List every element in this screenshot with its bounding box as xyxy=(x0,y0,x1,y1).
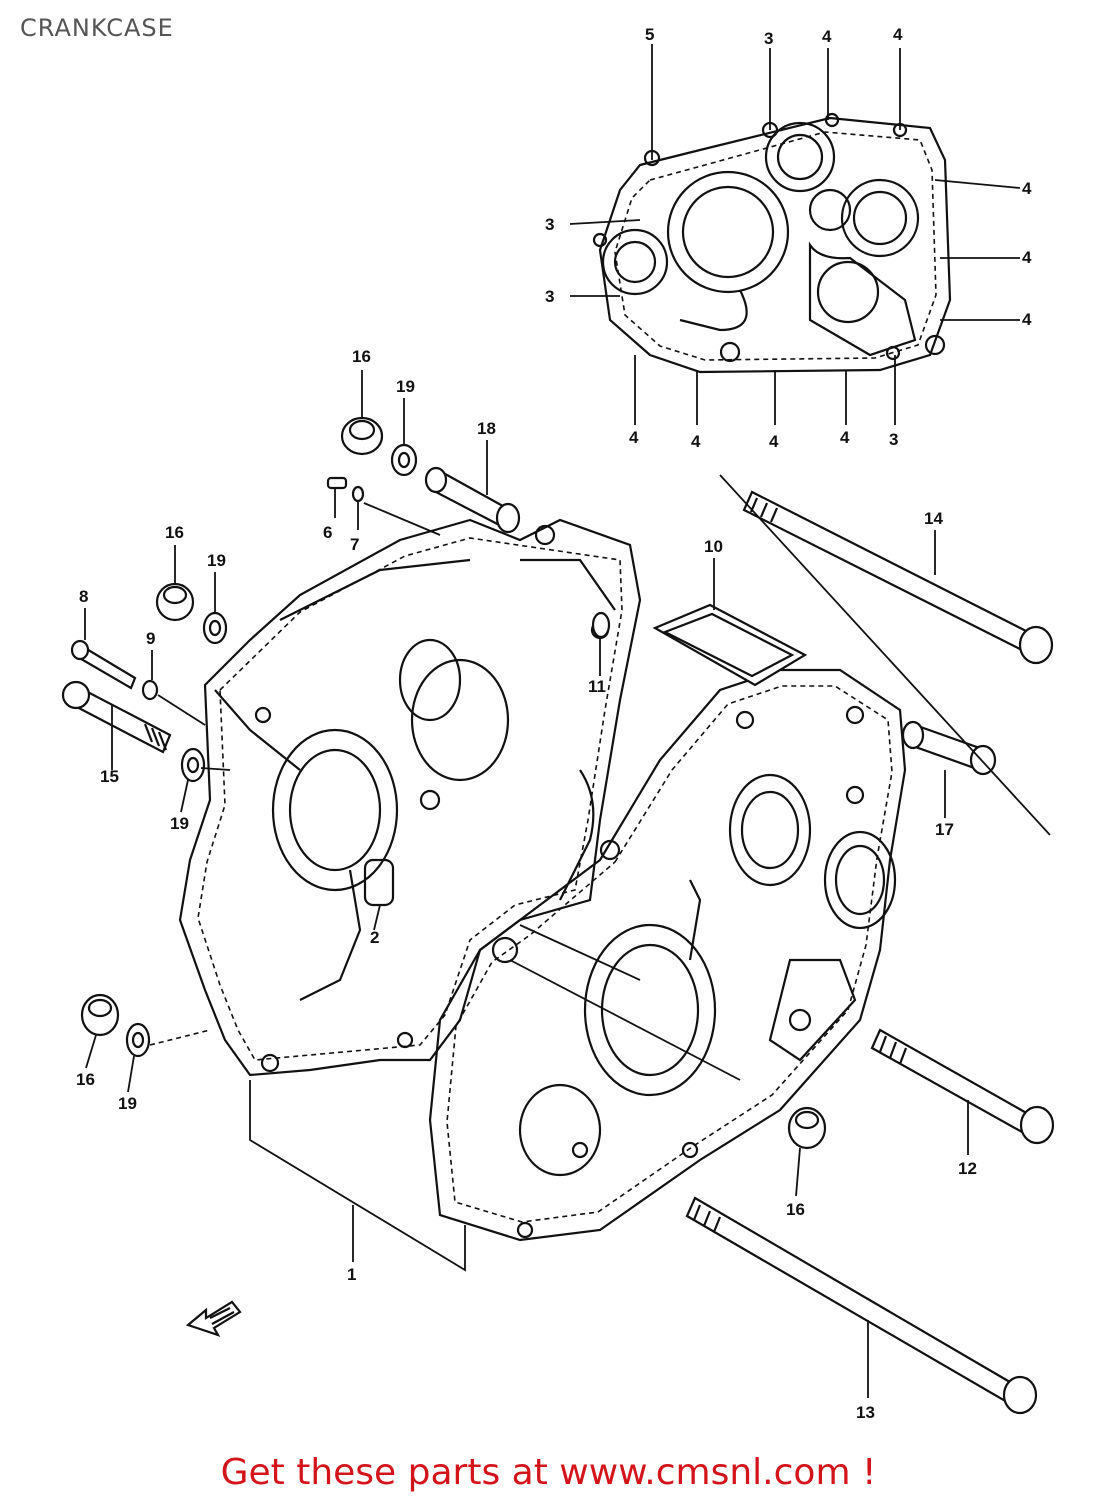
nut-16-top xyxy=(340,416,384,456)
nut-16-mid xyxy=(155,582,195,622)
bolt-12 xyxy=(870,1028,1055,1145)
front-direction-arrow-icon xyxy=(185,1300,242,1337)
callout-3: 3 xyxy=(545,215,554,234)
bolt-13 xyxy=(685,1196,1038,1415)
callout-19: 19 xyxy=(170,814,189,833)
washer-19-lower xyxy=(125,1022,151,1058)
callout-16: 16 xyxy=(76,1070,95,1089)
callout-15: 15 xyxy=(100,767,119,786)
callout-19: 19 xyxy=(207,551,226,570)
leader-lines xyxy=(84,44,1051,1398)
callout-19: 19 xyxy=(118,1094,137,1113)
callout-16: 16 xyxy=(165,523,184,542)
callout-8: 8 xyxy=(79,587,88,606)
washer-19-top xyxy=(390,443,418,477)
screw-8 xyxy=(70,639,137,690)
callout-4: 4 xyxy=(1022,310,1032,329)
callout-4: 4 xyxy=(1022,179,1032,198)
crankcase-inner-view xyxy=(592,112,952,374)
crankcase-right-half xyxy=(428,668,907,1242)
callout-16: 16 xyxy=(352,347,371,366)
callout-4: 4 xyxy=(822,27,832,46)
callout-16: 16 xyxy=(786,1200,805,1219)
washer-7 xyxy=(351,485,365,503)
footer-promo-link[interactable]: Get these parts at www.cmsnl.com ! xyxy=(220,1452,877,1493)
o-ring-11 xyxy=(591,611,611,639)
callout-6: 6 xyxy=(323,523,332,542)
callout-5: 5 xyxy=(645,25,654,44)
gasket-10 xyxy=(652,603,808,687)
plug-6 xyxy=(326,476,348,490)
callout-14: 14 xyxy=(924,509,943,528)
callout-4: 4 xyxy=(893,25,903,44)
callout-labels: 5 3 4 4 4 3 4 3 4 4 4 4 4 3 16 19 18 6 7… xyxy=(76,25,1032,1422)
page-title: CRANKCASE xyxy=(20,14,174,42)
callout-3: 3 xyxy=(764,29,773,48)
callout-4: 4 xyxy=(629,428,639,447)
callout-13: 13 xyxy=(856,1403,875,1422)
callout-10: 10 xyxy=(704,537,723,556)
bolt-15 xyxy=(61,680,172,754)
callout-18: 18 xyxy=(477,419,496,438)
callout-9: 9 xyxy=(146,629,155,648)
callout-3: 3 xyxy=(889,430,898,449)
washer-9 xyxy=(141,679,159,701)
washer-19-left xyxy=(180,747,206,783)
callout-7: 7 xyxy=(350,535,359,554)
nut-16-lower xyxy=(80,993,120,1037)
nut-16-right xyxy=(787,1106,827,1150)
callout-2: 2 xyxy=(370,928,379,947)
washer-19-mid xyxy=(202,611,228,645)
callout-11: 11 xyxy=(588,677,606,696)
bolt-14 xyxy=(742,490,1054,665)
callout-1: 1 xyxy=(347,1265,356,1284)
callout-4: 4 xyxy=(1022,248,1032,267)
callout-12: 12 xyxy=(958,1159,977,1178)
dowel-18 xyxy=(424,466,521,534)
callout-4: 4 xyxy=(840,428,850,447)
callout-4: 4 xyxy=(691,432,701,451)
callout-3: 3 xyxy=(545,287,554,306)
callout-4: 4 xyxy=(769,432,779,451)
callout-17: 17 xyxy=(935,820,954,839)
callout-19: 19 xyxy=(396,377,415,396)
dowel-17 xyxy=(901,720,997,776)
